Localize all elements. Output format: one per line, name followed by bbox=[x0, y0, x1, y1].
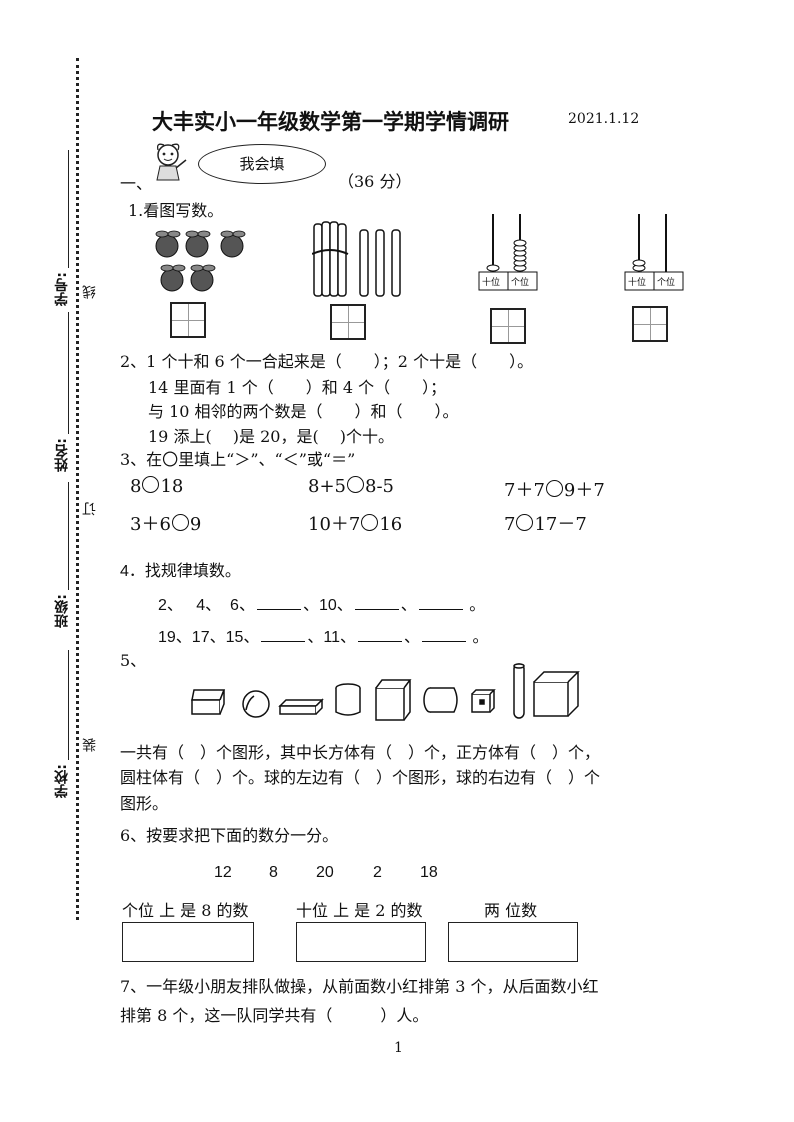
page-number: 1 bbox=[394, 1040, 403, 1056]
binding-dotted-line bbox=[76, 58, 79, 920]
q6-number-3: 20 bbox=[316, 864, 334, 881]
peaches-image bbox=[152, 228, 252, 298]
school-label: 学校: bbox=[54, 764, 70, 798]
q2-line4: 19 添上( )是 20，是( )个十。 bbox=[148, 427, 395, 446]
sticks-bundle-image bbox=[311, 218, 412, 298]
abacus-1-tens-label: 十位 bbox=[482, 278, 501, 288]
abacus-1-ones-label: 个位 bbox=[511, 278, 530, 288]
q2-line3: 与 10 相邻的两个数是（ ）和（ ）。 bbox=[148, 402, 459, 421]
compare-circle[interactable] bbox=[516, 514, 534, 531]
q5-line3: 图形。 bbox=[120, 794, 169, 813]
blank[interactable] bbox=[354, 608, 399, 610]
line-mark: 线 bbox=[82, 285, 98, 299]
blank[interactable] bbox=[261, 640, 306, 642]
compare-circle[interactable] bbox=[171, 514, 189, 531]
abacus-2-ones-label: 个位 bbox=[657, 278, 676, 288]
q6-number-2: 8 bbox=[269, 864, 278, 881]
q5-number: 5、 bbox=[120, 651, 147, 670]
q5-line2: 圆柱体有（ ）个。球的左边有（ ）个图形，球的右边有（ ）个 bbox=[120, 768, 601, 787]
blank[interactable] bbox=[358, 640, 403, 642]
q5-line1: 一共有（ ）个图形，其中长方体有（ ）个，正方体有（ ）个， bbox=[120, 743, 601, 762]
cartoon-girl-icon bbox=[148, 140, 188, 184]
q6-category-3: 两 位数 bbox=[484, 901, 538, 920]
compare-circle[interactable] bbox=[347, 476, 364, 493]
bind-mark: 订 bbox=[82, 502, 98, 516]
q2-line2: 14 里面有 1 个（ ）和 4 个（ ）； bbox=[148, 378, 447, 397]
student-id-label: 学号: bbox=[54, 272, 70, 306]
q6-number-5: 18 bbox=[420, 864, 438, 881]
answer-grid-sticks[interactable] bbox=[330, 304, 366, 340]
page-title: 大丰实小一年级数学第一学期学情调研 bbox=[152, 110, 509, 134]
q6-answer-box-3[interactable] bbox=[448, 922, 578, 962]
abacus-2: 十位 个位 bbox=[624, 212, 684, 294]
school-line bbox=[68, 650, 69, 760]
q4-text: 4．找规律填数。 bbox=[120, 563, 241, 580]
compare-circle[interactable] bbox=[361, 514, 379, 531]
q4-row2: 19、17、15、、11、、 。 bbox=[158, 629, 489, 646]
q6-answer-box-2[interactable] bbox=[296, 922, 426, 962]
fold-mark: 装 bbox=[82, 738, 98, 752]
compare-circle[interactable] bbox=[142, 476, 160, 493]
q6-number-4: 2 bbox=[373, 864, 382, 881]
compare-circle[interactable] bbox=[545, 480, 563, 497]
blank[interactable] bbox=[418, 608, 463, 610]
name-line bbox=[68, 312, 69, 434]
section-number: 一、 bbox=[120, 174, 153, 193]
q6-category-1: 个位 上 是 8 的数 bbox=[122, 901, 249, 920]
blank[interactable] bbox=[256, 608, 301, 610]
q6-category-2: 十位 上 是 2 的数 bbox=[296, 901, 423, 920]
student-id-line bbox=[68, 150, 69, 268]
abacus-2-tens-label: 十位 bbox=[628, 278, 647, 288]
i-can-fill-bubble: 我会填 bbox=[198, 144, 326, 184]
q1-text: 1.看图写数。 bbox=[128, 201, 224, 220]
answer-grid-abacus-1[interactable] bbox=[490, 308, 526, 344]
class-line bbox=[68, 482, 69, 590]
class-label: 班级: bbox=[54, 594, 70, 628]
name-label: 姓名: bbox=[54, 438, 70, 472]
abacus-1: 十位 个位 bbox=[478, 212, 538, 294]
answer-grid-abacus-2[interactable] bbox=[632, 306, 668, 342]
exam-date: 2021.1.12 bbox=[568, 111, 640, 127]
q4-row1: 2、 4、 6、、10、、 。 bbox=[158, 597, 486, 614]
solid-shapes-image bbox=[186, 660, 586, 724]
q6-answer-box-1[interactable] bbox=[122, 922, 254, 962]
q7-line2: 排第 8 个，这一队同学共有（ ）人。 bbox=[120, 1006, 429, 1025]
q2-line1: 2、1 个十和 6 个一合起来是（ ）；2 个十是（ ）。 bbox=[120, 352, 534, 371]
q6-text: 6、按要求把下面的数分一分。 bbox=[120, 826, 339, 845]
section-score: （36 分） bbox=[338, 172, 412, 191]
answer-grid-peaches[interactable] bbox=[170, 302, 206, 338]
q7-line1: 7、一年级小朋友排队做操，从前面数小红排第 3 个，从后面数小红 bbox=[120, 977, 599, 996]
blank[interactable] bbox=[422, 640, 467, 642]
q3-text: 3、在〇里填上“＞”、“＜”或“＝” bbox=[120, 450, 356, 469]
q6-number-1: 12 bbox=[214, 864, 232, 881]
